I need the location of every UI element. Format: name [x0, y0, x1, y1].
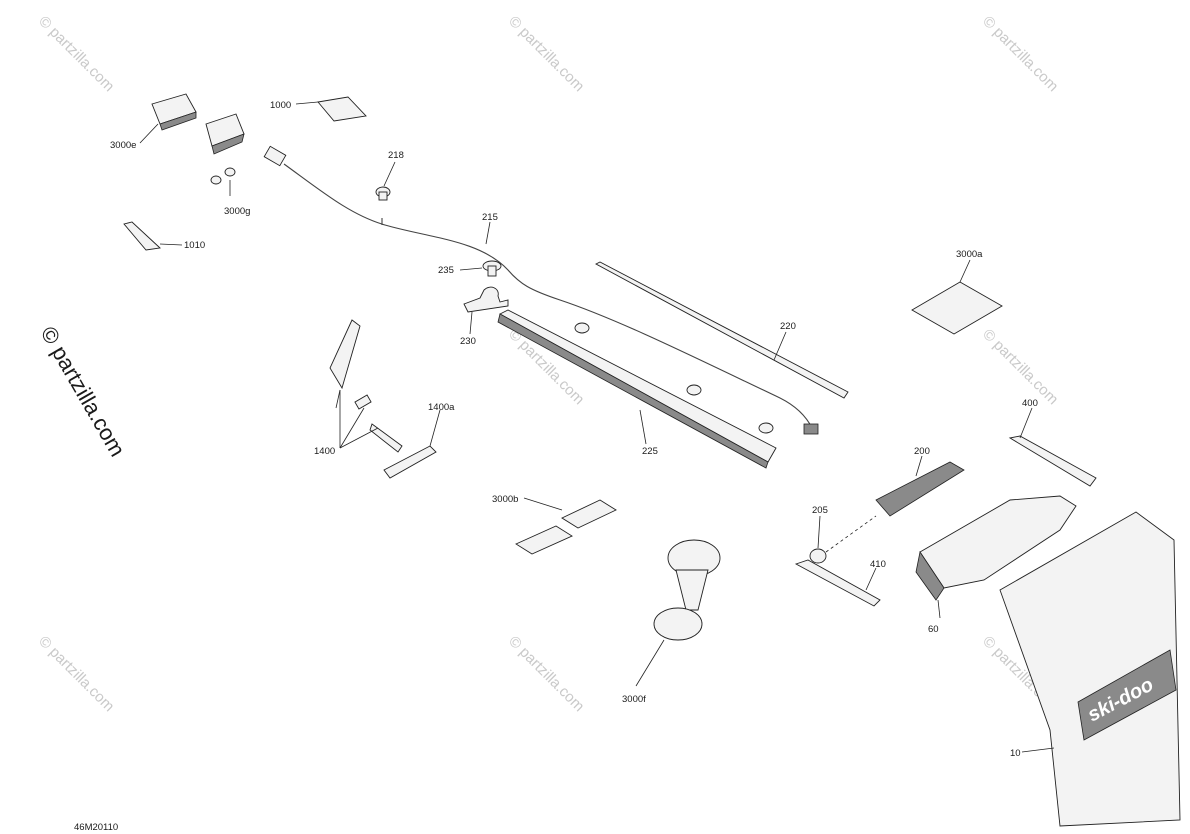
callout-1010[interactable]: 1010 — [184, 240, 205, 251]
callout-410[interactable]: 410 — [870, 559, 886, 570]
console-60[interactable] — [915, 495, 1077, 601]
leader-lines — [139, 101, 1055, 753]
callout-1000[interactable]: 1000 — [270, 100, 291, 111]
callout-235[interactable]: 235 — [438, 265, 454, 276]
decal-400[interactable] — [1008, 435, 1097, 487]
bracket-3000g[interactable] — [205, 113, 245, 185]
callout-220[interactable]: 220 — [780, 321, 796, 332]
fastener-205[interactable] — [809, 548, 827, 564]
callout-205[interactable]: 205 — [812, 505, 828, 516]
callout-labels: 1000 1010 3000e 3000g 218 215 235 230 22… — [110, 100, 1038, 759]
decal-1010[interactable] — [123, 221, 161, 251]
callout-225[interactable]: 225 — [642, 446, 658, 457]
watermark-main: © partzilla.com — [36, 322, 131, 461]
callout-230[interactable]: 230 — [460, 336, 476, 347]
sheet-3000a[interactable] — [911, 281, 1003, 335]
callout-3000f[interactable]: 3000f — [622, 694, 646, 705]
strip-220[interactable] — [595, 261, 849, 399]
watermark: © partzilla.com — [35, 13, 117, 95]
grille-200[interactable] — [875, 461, 965, 517]
strap-1400a[interactable] — [383, 445, 437, 479]
watermark: © partzilla.com — [505, 13, 587, 95]
decal-410[interactable] — [794, 559, 881, 607]
callout-1400[interactable]: 1400 — [314, 446, 335, 457]
callout-1400a[interactable]: 1400a — [428, 402, 455, 413]
callout-3000e[interactable]: 3000e — [110, 140, 136, 151]
callout-60[interactable]: 60 — [928, 624, 939, 635]
callout-3000a[interactable]: 3000a — [956, 249, 983, 260]
watermark: © partzilla.com — [979, 13, 1061, 95]
diagram-code: 46M20110 — [74, 822, 118, 833]
callout-218[interactable]: 218 — [388, 150, 404, 161]
decal-1000[interactable] — [317, 96, 367, 122]
push-rivet-235[interactable] — [482, 260, 502, 277]
callout-3000b[interactable]: 3000b — [492, 494, 518, 505]
clamp-230[interactable] — [463, 286, 509, 313]
callout-10[interactable]: 10 — [1010, 748, 1021, 759]
watermark: © partzilla.com — [979, 326, 1061, 408]
wire-harness-215[interactable] — [263, 145, 819, 435]
rail-225[interactable] — [497, 309, 777, 469]
bracket-3000e[interactable] — [151, 93, 197, 131]
tube-3000f[interactable] — [653, 539, 721, 641]
grommet-218[interactable] — [375, 186, 391, 201]
hood-10[interactable]: ski-doo — [999, 511, 1181, 827]
pads-3000b[interactable] — [515, 499, 617, 555]
callout-400[interactable]: 400 — [1022, 398, 1038, 409]
watermark: © partzilla.com — [505, 633, 587, 715]
tool-kit-1400[interactable] — [329, 319, 403, 453]
callout-200[interactable]: 200 — [914, 446, 930, 457]
watermark: © partzilla.com — [35, 633, 117, 715]
callout-215[interactable]: 215 — [482, 212, 498, 223]
callout-3000g[interactable]: 3000g — [224, 206, 250, 217]
